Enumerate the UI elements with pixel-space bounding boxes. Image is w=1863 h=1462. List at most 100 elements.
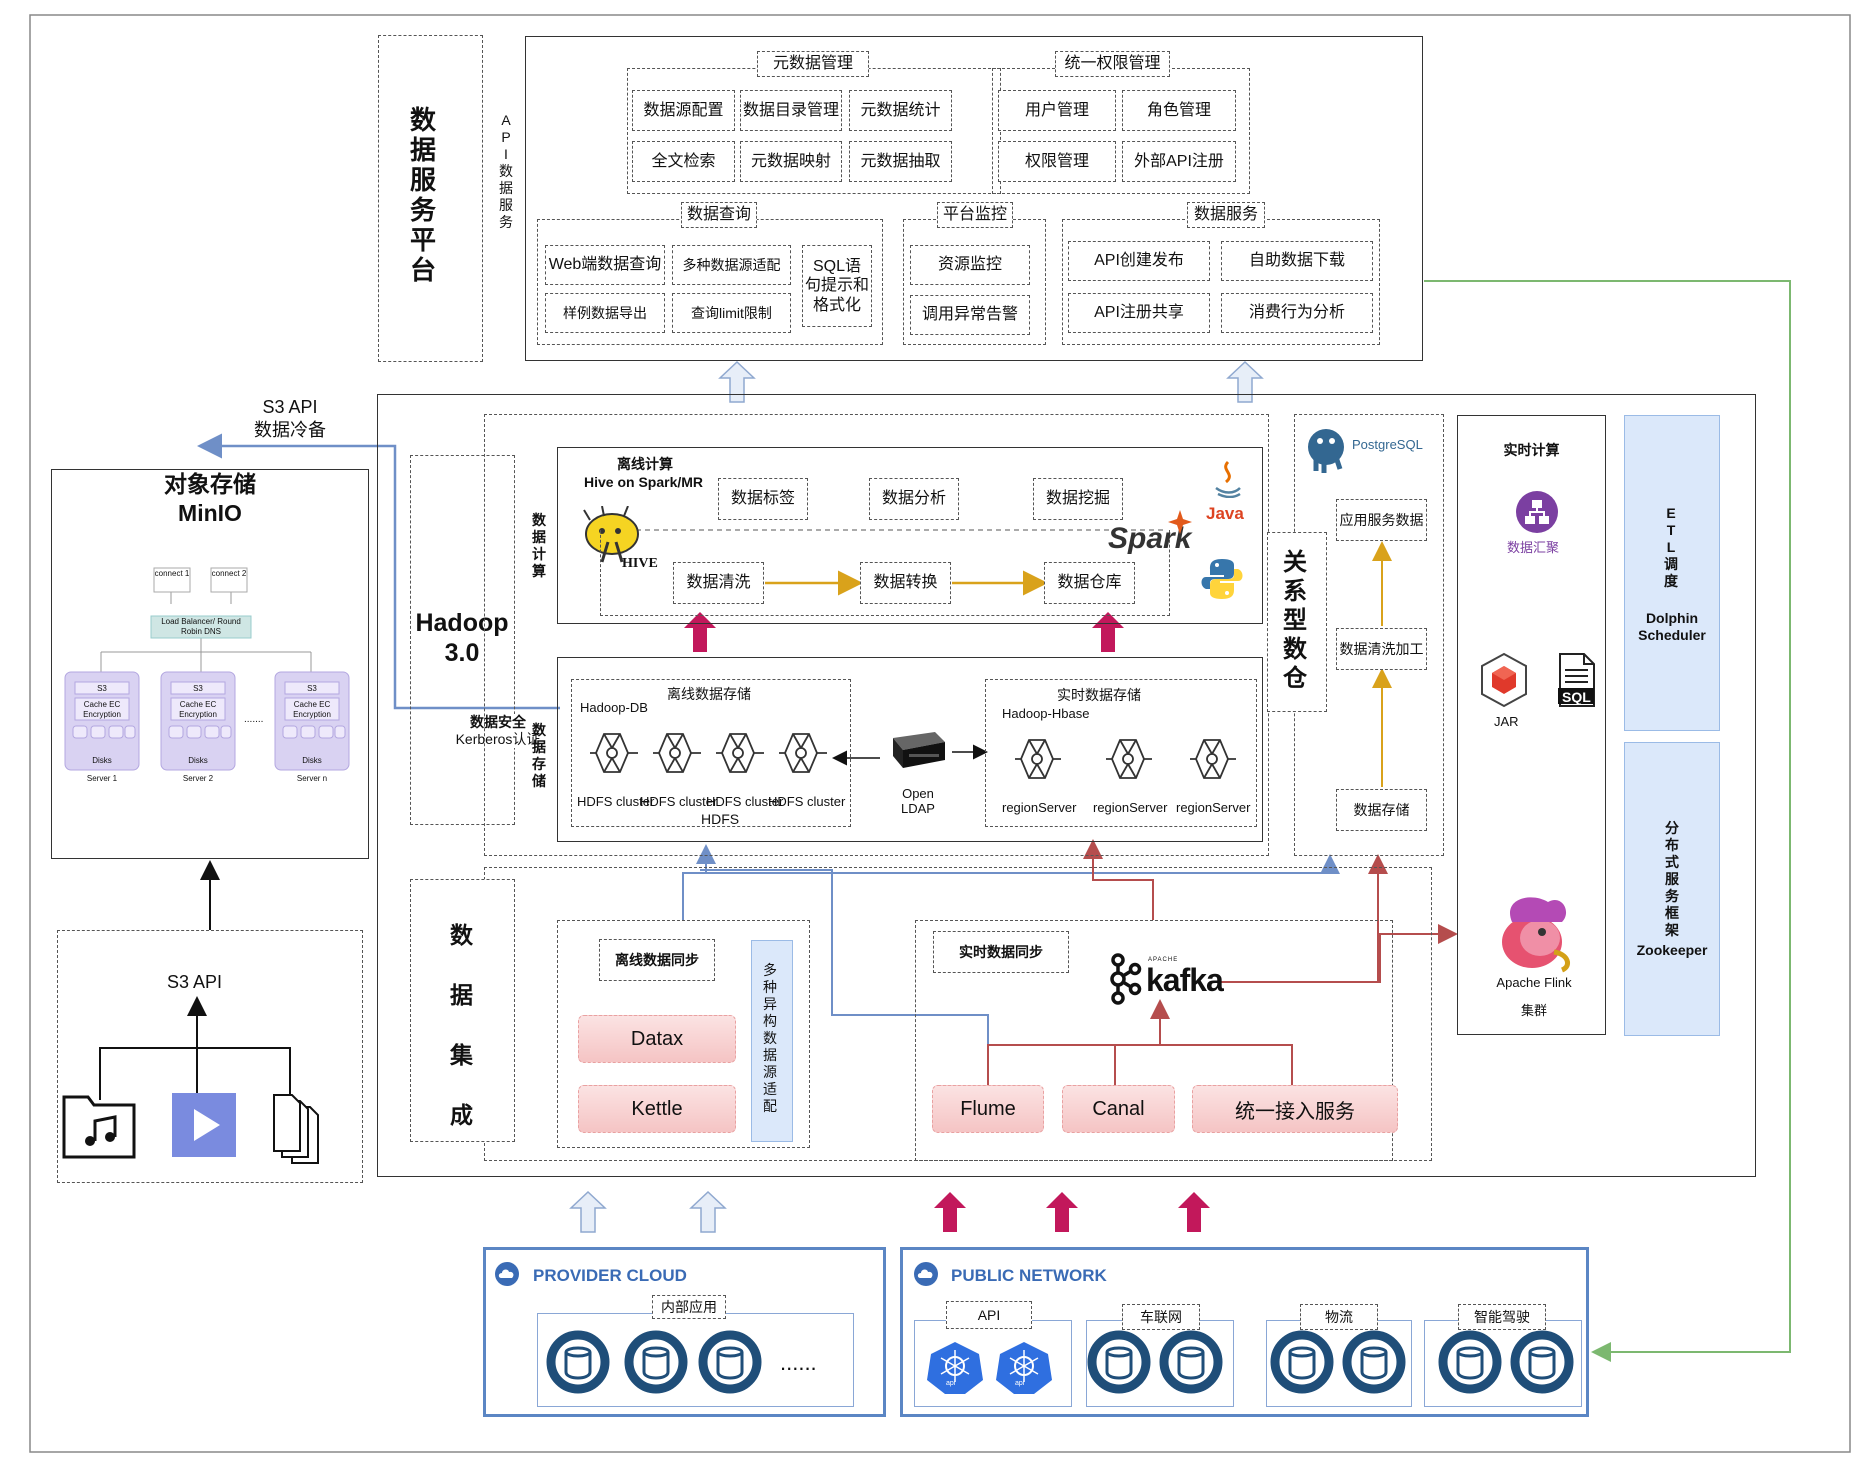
compute-top-item[interactable]: 数据标签 (718, 478, 808, 520)
internal-dots: ...... (780, 1350, 817, 1375)
service-item[interactable]: 自助数据下载 (1221, 241, 1373, 281)
sql-label: SQL (1562, 689, 1591, 705)
relational-item[interactable]: 应用服务数据 (1336, 499, 1427, 541)
server-s3-label: S3 (97, 684, 107, 693)
service-item[interactable]: API注册共享 (1068, 293, 1210, 333)
compute-flow-item[interactable]: 数据转换 (860, 562, 951, 604)
meta-item[interactable]: 数据目录管理 (740, 90, 842, 131)
hadoop-title-box (410, 455, 515, 825)
storage-box (557, 657, 1263, 842)
client-group (57, 930, 363, 1183)
server-name-label: Server 1 (86, 774, 118, 783)
spark-text: Spark (1108, 522, 1192, 555)
offline-compute-title: 离线计算 (617, 456, 673, 472)
iov-group-title: 车联网 (1122, 1304, 1200, 1330)
magenta-up-arrow (1178, 1192, 1210, 1232)
query-item[interactable]: 样例数据导出 (545, 293, 665, 333)
zk-label: 分布式服务框架 (1665, 820, 1679, 938)
compute-flow-item[interactable]: 数据清洗 (673, 562, 764, 604)
music-file-icon (62, 1093, 136, 1159)
region-server-label: regionServer (1002, 800, 1077, 815)
kafka-label: kafka (1146, 962, 1224, 998)
server-cache-label: Cache EC Encryption (179, 700, 217, 719)
unified-access-service[interactable]: 统一接入服务 (1192, 1085, 1398, 1133)
auth-item[interactable]: 权限管理 (998, 141, 1116, 182)
zookeeper-panel (1624, 742, 1720, 1036)
rt-sync-group (915, 920, 1393, 1161)
minio-architecture (51, 560, 369, 800)
connect-1-label: connect 1 (154, 569, 190, 578)
public-db-icons (1087, 1330, 1587, 1394)
service-item[interactable]: API创建发布 (1068, 241, 1210, 281)
monitor-item[interactable]: 资源监控 (910, 245, 1030, 285)
minio-box (51, 469, 369, 859)
meta-item[interactable]: 全文检索 (632, 141, 735, 182)
multi-source-adapt-label: 多种异构数据源适配 (763, 962, 777, 1114)
jar-label: JAR (1494, 714, 1519, 729)
autodrive-group-title: 智能驾驶 (1458, 1304, 1546, 1330)
magenta-up-arrow (934, 1192, 966, 1232)
postgres-text: PostgreSQL (1352, 437, 1423, 452)
meta-item[interactable]: 元数据映射 (740, 141, 842, 182)
realtime-title: 实时计算 (1503, 442, 1560, 458)
documents-icon (272, 1093, 336, 1165)
meta-item[interactable]: 元数据抽取 (849, 141, 952, 182)
provider-cloud-title: PROVIDER CLOUD (533, 1266, 687, 1285)
compute-flow-item[interactable]: 数据仓库 (1044, 562, 1135, 604)
monitor-item[interactable]: 调用异常告警 (910, 295, 1030, 335)
canal-tool[interactable]: Canal (1062, 1085, 1175, 1133)
query-item[interactable]: 多种数据源适配 (672, 245, 791, 285)
up-arrow (1226, 360, 1264, 403)
relational-item[interactable]: 数据存储 (1336, 789, 1427, 831)
query-item[interactable]: 查询limit限制 (672, 293, 791, 333)
hdfs-cluster-label: HDFS cluster (768, 794, 846, 809)
up-arrow (689, 1190, 727, 1233)
flume-tool[interactable]: Flume (932, 1085, 1044, 1133)
server-disks-label: Disks (188, 756, 208, 765)
server-disks-label: Disks (302, 756, 322, 765)
meta-item[interactable]: 元数据统计 (849, 90, 952, 131)
magenta-up-arrow (684, 612, 716, 652)
api-icon-label: api (946, 1380, 956, 1387)
flink-logo-icon (1492, 892, 1576, 974)
api-k8s-icon (994, 1340, 1054, 1396)
offline-storage-title: 离线数据存储 (667, 685, 751, 702)
query-item[interactable]: Web端数据查询 (545, 245, 665, 285)
datax-tool[interactable]: Datax (578, 1015, 736, 1063)
meta-item[interactable]: 数据源配置 (632, 90, 735, 131)
magenta-up-arrow (1046, 1192, 1078, 1232)
hdfs-cluster-label: HDFS cluster (706, 794, 784, 809)
postgres-icon (1302, 425, 1352, 475)
cloud-icon (913, 1261, 939, 1287)
storage-side-label: 数据存储 (532, 722, 546, 789)
compute-top-item[interactable]: 数据挖掘 (1033, 478, 1123, 520)
green-feedback-line (1424, 280, 1791, 1362)
compute-flow-group (600, 530, 1170, 616)
auth-item[interactable]: 外部API注册 (1122, 141, 1236, 182)
integration-title-box (410, 879, 515, 1142)
rt-storage-group (985, 679, 1257, 827)
hadoop-outer-frame (377, 394, 1756, 1177)
platform-title-box (378, 35, 483, 362)
kettle-tool[interactable]: Kettle (578, 1085, 736, 1133)
kafka-to-flink-line (1215, 924, 1458, 983)
client-s3-api-label: S3 API (166, 972, 223, 992)
query-item[interactable]: SQL语句提示和格式化 (802, 245, 872, 327)
service-item[interactable]: 消费行为分析 (1221, 293, 1373, 333)
hive-logo-icon (580, 506, 652, 574)
auth-item[interactable]: 角色管理 (1122, 90, 1236, 131)
python-icon (1200, 557, 1244, 601)
up-arrow (569, 1190, 607, 1233)
offline-storage-group (571, 679, 851, 827)
relational-item[interactable]: 数据清洗加工 (1336, 628, 1427, 670)
auth-item[interactable]: 用户管理 (998, 90, 1116, 131)
hadoop-db-label: Hadoop-DB (580, 700, 648, 715)
video-file-icon (172, 1093, 236, 1157)
compute-top-item[interactable]: 数据分析 (869, 478, 959, 520)
